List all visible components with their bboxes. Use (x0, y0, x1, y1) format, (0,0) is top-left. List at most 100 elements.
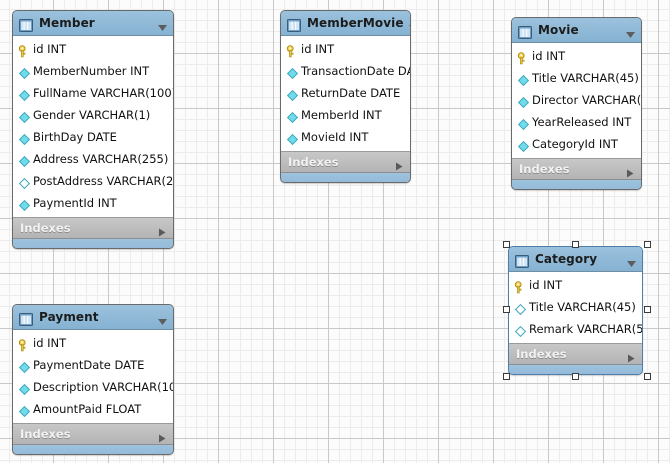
triangle-right-icon[interactable] (624, 164, 635, 177)
table-header[interactable]: Movie (512, 18, 641, 43)
column-row[interactable]: Remark VARCHAR(500) (509, 318, 642, 340)
table-bottom-strip (13, 239, 173, 248)
table-figure-category[interactable]: Category id INT Title VARCHAR(45) Remark VA… (508, 246, 643, 375)
triangle-right-icon[interactable] (156, 429, 167, 442)
diamond-outline-icon (514, 301, 527, 315)
triangle-right-icon[interactable] (156, 223, 167, 236)
column-row[interactable]: Director VARCHAR(45) (512, 89, 641, 111)
column-label: AmountPaid FLOAT (33, 401, 142, 416)
indexes-label: Indexes (20, 220, 71, 235)
triangle-right-icon[interactable] (393, 157, 404, 170)
table-bottom-strip (13, 445, 173, 454)
column-row[interactable]: id INT (13, 332, 173, 354)
indexes-section-header[interactable]: Indexes (509, 344, 642, 365)
column-row[interactable]: id INT (281, 38, 410, 60)
indexes-section-header[interactable]: Indexes (13, 218, 173, 239)
table-icon (287, 17, 301, 32)
column-row[interactable]: TransactionDate DATE (281, 60, 410, 82)
column-row[interactable]: Address VARCHAR(255) (13, 148, 173, 170)
diamond-icon (286, 87, 299, 101)
column-row[interactable]: FullName VARCHAR(100) (13, 82, 173, 104)
indexes-section-header[interactable]: Indexes (512, 159, 641, 180)
column-list: id INT MemberNumber INT FullName VARCHAR(1… (13, 36, 173, 218)
column-label: PostAddress VARCHAR(255) (33, 173, 174, 188)
table-header[interactable]: Category (509, 247, 642, 272)
column-row[interactable]: id INT (512, 45, 641, 67)
column-row[interactable]: PaymentDate DATE (13, 354, 173, 376)
column-label: MemberId INT (301, 107, 382, 122)
triangle-right-icon[interactable] (625, 349, 636, 362)
column-row[interactable]: PostAddress VARCHAR(255) (13, 170, 173, 192)
table-name-label: Movie (538, 23, 579, 37)
column-row[interactable]: CategoryId INT (512, 133, 641, 155)
column-row[interactable]: Description VARCHAR(100) (13, 376, 173, 398)
chevron-down-icon[interactable] (157, 312, 168, 325)
table-figure-member[interactable]: Member id INT MemberNumber INT FullName VAR… (12, 10, 174, 249)
column-row[interactable]: Title VARCHAR(45) (512, 67, 641, 89)
table-name-label: Member (39, 16, 95, 30)
table-figure-movie[interactable]: Movie id INT Title VARCHAR(45) Director VAR… (511, 17, 642, 190)
resize-handle-nw[interactable] (503, 241, 510, 248)
column-label: id INT (33, 335, 67, 350)
table-icon (518, 24, 532, 39)
column-label: id INT (33, 41, 67, 56)
table-icon (515, 253, 529, 268)
indexes-section-header[interactable]: Indexes (281, 152, 410, 173)
column-row[interactable]: id INT (13, 38, 173, 60)
table-name-label: Payment (39, 310, 99, 324)
resize-handle-e[interactable] (644, 305, 651, 313)
column-label: id INT (532, 48, 566, 63)
chevron-down-icon[interactable] (408, 18, 410, 29)
indexes-section-header[interactable]: Indexes (13, 424, 173, 445)
resize-handle-n[interactable] (572, 241, 579, 248)
diamond-icon (18, 403, 31, 417)
column-row[interactable]: Title VARCHAR(45) (509, 296, 642, 318)
resize-handle-s[interactable] (572, 373, 579, 380)
table-name-label: MemberMovie (307, 16, 404, 30)
column-row[interactable]: PaymentId INT (13, 192, 173, 214)
column-label: Address VARCHAR(255) (33, 151, 169, 166)
column-label: Remark VARCHAR(500) (529, 321, 643, 336)
column-label: MovieId INT (301, 129, 369, 144)
resize-handle-sw[interactable] (503, 373, 510, 380)
chevron-down-icon[interactable] (625, 25, 636, 38)
indexes-label: Indexes (20, 426, 71, 441)
column-row[interactable]: BirthDay DATE (13, 126, 173, 148)
diamond-icon (517, 72, 530, 86)
chevron-down-icon[interactable] (157, 18, 168, 31)
column-label: Title VARCHAR(45) (532, 70, 639, 85)
table-bottom-strip (281, 173, 410, 182)
column-row[interactable]: MemberNumber INT (13, 60, 173, 82)
column-label: FullName VARCHAR(100) (33, 85, 174, 100)
column-label: Title VARCHAR(45) (529, 299, 636, 314)
table-header[interactable]: Payment (13, 305, 173, 330)
column-row[interactable]: MovieId INT (281, 126, 410, 148)
table-header[interactable]: Member (13, 11, 173, 36)
resize-handle-w[interactable] (503, 305, 510, 313)
column-row[interactable]: id INT (509, 274, 642, 296)
diamond-icon (517, 116, 530, 130)
column-label: BirthDay DATE (33, 129, 117, 144)
diamond-icon (18, 197, 31, 211)
diamond-icon (286, 109, 299, 123)
key-icon (514, 279, 527, 293)
column-row[interactable]: AmountPaid FLOAT (13, 398, 173, 420)
column-label: id INT (529, 277, 563, 292)
column-row[interactable]: MemberId INT (281, 104, 410, 126)
diamond-icon (18, 109, 31, 123)
resize-handle-se[interactable] (644, 373, 651, 380)
column-row[interactable]: ReturnDate DATE (281, 82, 410, 104)
resize-handle-ne[interactable] (644, 241, 651, 248)
table-header[interactable]: MemberMovie (281, 11, 410, 36)
indexes-label: Indexes (519, 161, 570, 176)
chevron-down-icon[interactable] (626, 254, 637, 267)
diamond-icon (18, 87, 31, 101)
column-row[interactable]: Gender VARCHAR(1) (13, 104, 173, 126)
column-row[interactable]: YearReleased INT (512, 111, 641, 133)
diamond-icon (18, 131, 31, 145)
